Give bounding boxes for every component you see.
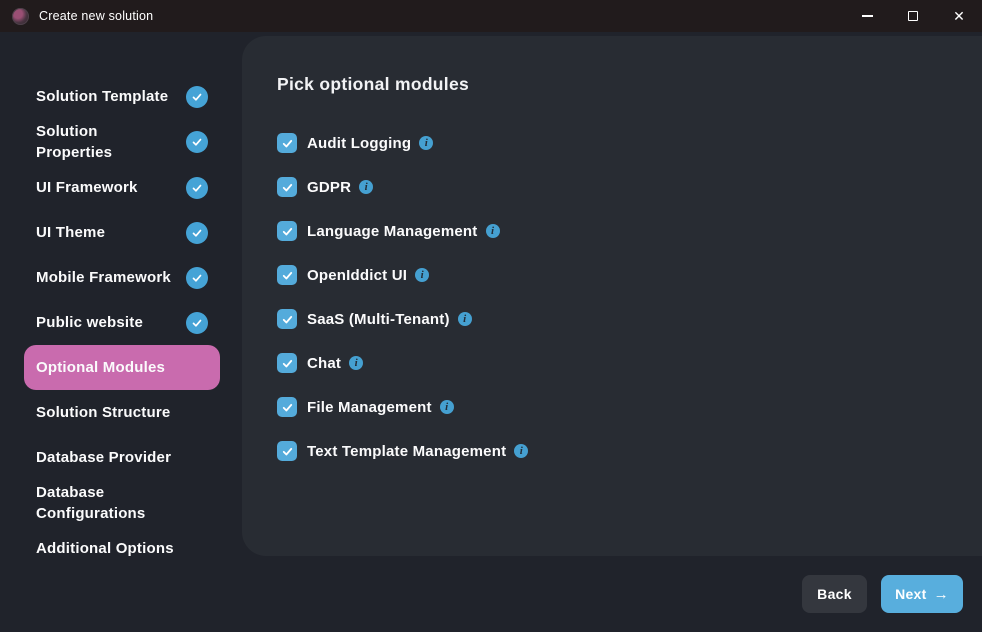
sidebar-item-label: Solution Properties — [36, 123, 113, 161]
sidebar-item-label: Optional Modules — [36, 359, 166, 376]
module-label: GDPR — [307, 178, 352, 196]
module-label: File Management — [307, 398, 432, 416]
close-icon: ✕ — [953, 8, 965, 24]
info-icon[interactable]: i — [415, 268, 430, 282]
window-title: Create new solution — [39, 9, 154, 23]
module-row-audit-logging: Audit Logging i — [277, 121, 982, 165]
maximize-icon — [908, 11, 918, 21]
close-button[interactable]: ✕ — [936, 0, 982, 32]
sidebar-item-database-provider[interactable]: Database Provider — [24, 435, 220, 480]
module-label: Audit Logging — [307, 134, 412, 152]
sidebar-item-label: UI Framework — [36, 179, 138, 196]
sidebar-item-solution-template[interactable]: Solution Template — [24, 74, 220, 119]
checkbox-text-template-management[interactable] — [277, 441, 297, 461]
arrow-right-icon: → — [933, 585, 949, 603]
checkbox-openiddict-ui[interactable] — [277, 265, 297, 285]
sidebar-item-label: Public website — [36, 314, 143, 331]
sidebar-item-label: Additional Options — [36, 540, 174, 557]
info-icon[interactable]: i — [349, 356, 364, 370]
sidebar-item-public-website[interactable]: Public website — [24, 300, 220, 345]
checkbox-gdpr[interactable] — [277, 177, 297, 197]
module-row-text-template-management: Text Template Management i — [277, 429, 982, 473]
info-icon[interactable]: i — [419, 136, 434, 150]
module-row-openiddict-ui: OpenIddict UI i — [277, 253, 982, 297]
sidebar-item-label: Mobile Framework — [36, 269, 171, 286]
footer: Back Next → — [242, 556, 982, 632]
step-completed-check-icon — [186, 221, 208, 244]
maximize-button[interactable] — [890, 0, 936, 32]
sidebar-item-label: UI Theme — [36, 224, 106, 241]
module-row-file-management: File Management i — [277, 385, 982, 429]
info-icon[interactable]: i — [457, 312, 472, 326]
module-row-language-management: Language Management i — [277, 209, 982, 253]
sidebar-item-label: Solution Structure — [36, 404, 171, 421]
sidebar-item-optional-modules[interactable]: Optional Modules — [24, 345, 220, 390]
module-row-gdpr: GDPR i — [277, 165, 982, 209]
sidebar-item-solution-properties[interactable]: Solution Properties — [24, 119, 220, 165]
info-icon[interactable]: i — [514, 444, 529, 458]
step-completed-check-icon — [186, 266, 208, 289]
minimize-button[interactable] — [844, 0, 890, 32]
minimize-icon — [861, 15, 873, 17]
info-icon[interactable]: i — [439, 400, 454, 414]
step-completed-check-icon — [186, 131, 208, 153]
window-controls: ✕ — [844, 0, 982, 32]
sidebar-item-solution-structure[interactable]: Solution Structure — [24, 390, 220, 435]
page-title: Pick optional modules — [277, 74, 470, 94]
checkbox-chat[interactable] — [277, 353, 297, 373]
sidebar-item-ui-theme[interactable]: UI Theme — [24, 210, 220, 255]
sidebar-item-ui-framework[interactable]: UI Framework — [24, 165, 220, 210]
sidebar-item-database-configurations[interactable]: Database Configurations — [24, 480, 220, 526]
module-row-saas-multi-tenant: SaaS (Multi-Tenant) i — [277, 297, 982, 341]
info-icon[interactable]: i — [485, 224, 500, 238]
sidebar-item-label: Database Provider — [36, 449, 172, 466]
back-button[interactable]: Back — [802, 575, 867, 613]
titlebar: Create new solution ✕ — [0, 0, 982, 32]
sidebar-item-label: Database Configurations — [36, 484, 146, 522]
module-label: Language Management — [307, 222, 478, 240]
module-label: OpenIddict UI — [307, 266, 408, 284]
app-logo-icon — [12, 7, 29, 25]
next-button[interactable]: Next → — [881, 575, 963, 613]
next-button-label: Next — [895, 586, 927, 602]
sidebar-item-mobile-framework[interactable]: Mobile Framework — [24, 255, 220, 300]
step-completed-check-icon — [186, 85, 208, 108]
info-icon[interactable]: i — [359, 180, 374, 194]
sidebar-item-label: Solution Template — [36, 88, 169, 105]
checkbox-saas-multi-tenant[interactable] — [277, 309, 297, 329]
checkbox-audit-logging[interactable] — [277, 133, 297, 153]
step-completed-check-icon — [186, 176, 208, 199]
module-label: Text Template Management — [307, 442, 507, 460]
checkbox-language-management[interactable] — [277, 221, 297, 241]
step-completed-check-icon — [186, 311, 208, 334]
checkbox-file-management[interactable] — [277, 397, 297, 417]
module-label: Chat — [307, 354, 342, 372]
module-label: SaaS (Multi-Tenant) — [307, 310, 450, 328]
sidebar-item-additional-options[interactable]: Additional Options — [24, 526, 220, 571]
